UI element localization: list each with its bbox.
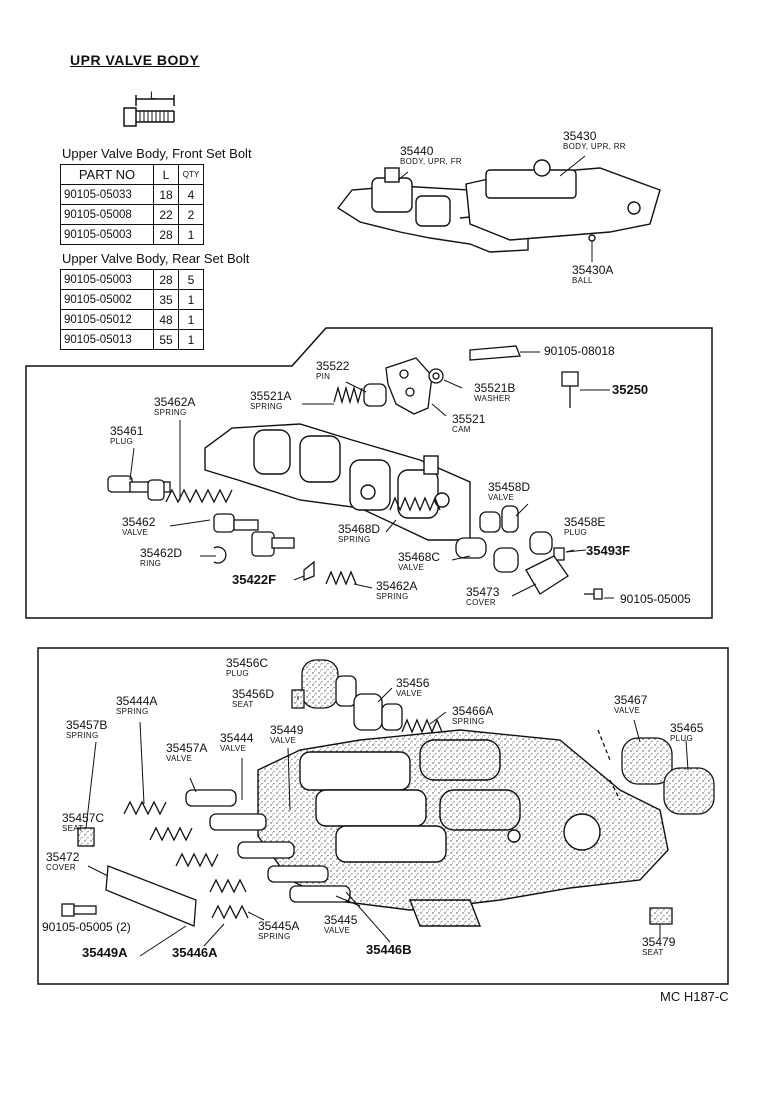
cell-part: 90105-05003 xyxy=(60,269,154,290)
cell-part: 90105-05008 xyxy=(60,204,154,225)
cell-part: 90105-05012 xyxy=(60,309,154,330)
front-bolt-caption: Upper Valve Body, Front Set Bolt xyxy=(62,146,252,161)
cell-qty: 2 xyxy=(178,204,204,225)
rear-bolt-table: 90105-05003 28 5 90105-05002 35 1 90105-… xyxy=(60,269,204,350)
col-header-l: L xyxy=(153,164,179,185)
cam-pin-spring xyxy=(333,345,579,415)
callout-35449a: 35449A xyxy=(82,945,128,960)
callout-35250: 35250 xyxy=(612,382,649,397)
lower-valve-body xyxy=(257,729,669,927)
callout-35422f: 35422F xyxy=(232,572,277,587)
col-header-qty: QTY xyxy=(178,164,204,185)
front-valve-body xyxy=(204,423,471,541)
table-row: 90105-05033 18 4 xyxy=(60,184,204,205)
table-row: 90105-05003 28 5 xyxy=(60,269,204,290)
callout-90105-05005: 90105-05005 xyxy=(620,592,691,606)
col-header-part: PART NO xyxy=(60,164,154,185)
cell-part: 90105-05002 xyxy=(60,289,154,310)
cell-l: 18 xyxy=(153,184,179,205)
cell-l: 28 xyxy=(153,269,179,290)
cell-qty: 1 xyxy=(178,309,204,330)
cell-l: 28 xyxy=(153,224,179,245)
left-springs-valves xyxy=(61,789,351,927)
leader-lines xyxy=(85,155,689,957)
table-row: 90105-05013 55 1 xyxy=(60,329,204,350)
table-row: 90105-05012 48 1 xyxy=(60,309,204,330)
middle-panel-frame xyxy=(25,327,713,619)
right-plug-valve xyxy=(597,729,715,925)
cell-part: 90105-05003 xyxy=(60,224,154,245)
cell-l: 22 xyxy=(153,204,179,225)
callout-35446b: 35446B xyxy=(366,942,412,957)
bolt-icon xyxy=(123,95,175,127)
page-title: UPR VALVE BODY xyxy=(70,52,200,68)
plug-valve-spring xyxy=(291,659,443,734)
cell-l: 35 xyxy=(153,289,179,310)
cell-qty: 1 xyxy=(178,329,204,350)
bottom-panel-frame xyxy=(37,647,729,985)
table-row: 90105-05003 28 1 xyxy=(60,224,204,245)
right-valve-assembly xyxy=(389,496,603,600)
left-valve-assembly xyxy=(107,475,357,586)
rear-bolt-caption: Upper Valve Body, Rear Set Bolt xyxy=(62,251,250,266)
cell-l: 55 xyxy=(153,329,179,350)
callout-35446a: 35446A xyxy=(172,945,218,960)
cell-qty: 1 xyxy=(178,289,204,310)
cell-l: 48 xyxy=(153,309,179,330)
upper-valve-bodies xyxy=(336,159,661,253)
callout-35493f: 35493F xyxy=(586,543,631,558)
cell-part: 90105-05033 xyxy=(60,184,154,205)
front-bolt-table: PART NO L QTY 90105-05033 18 4 90105-050… xyxy=(60,164,204,245)
cell-qty: 1 xyxy=(178,224,204,245)
figure-code: MC H187-C xyxy=(660,989,729,1004)
callout-90105-08018: 90105-08018 xyxy=(544,344,615,358)
table-row: 90105-05002 35 1 xyxy=(60,289,204,310)
cell-qty: 5 xyxy=(178,269,204,290)
cell-qty: 4 xyxy=(178,184,204,205)
table-row: 90105-05008 22 2 xyxy=(60,204,204,225)
bolt-length-label: L xyxy=(150,90,157,102)
table-header-row: PART NO L QTY xyxy=(60,164,204,185)
callout-90105-05005-2: 90105-05005 (2) xyxy=(42,920,131,934)
cell-part: 90105-05013 xyxy=(60,329,154,350)
